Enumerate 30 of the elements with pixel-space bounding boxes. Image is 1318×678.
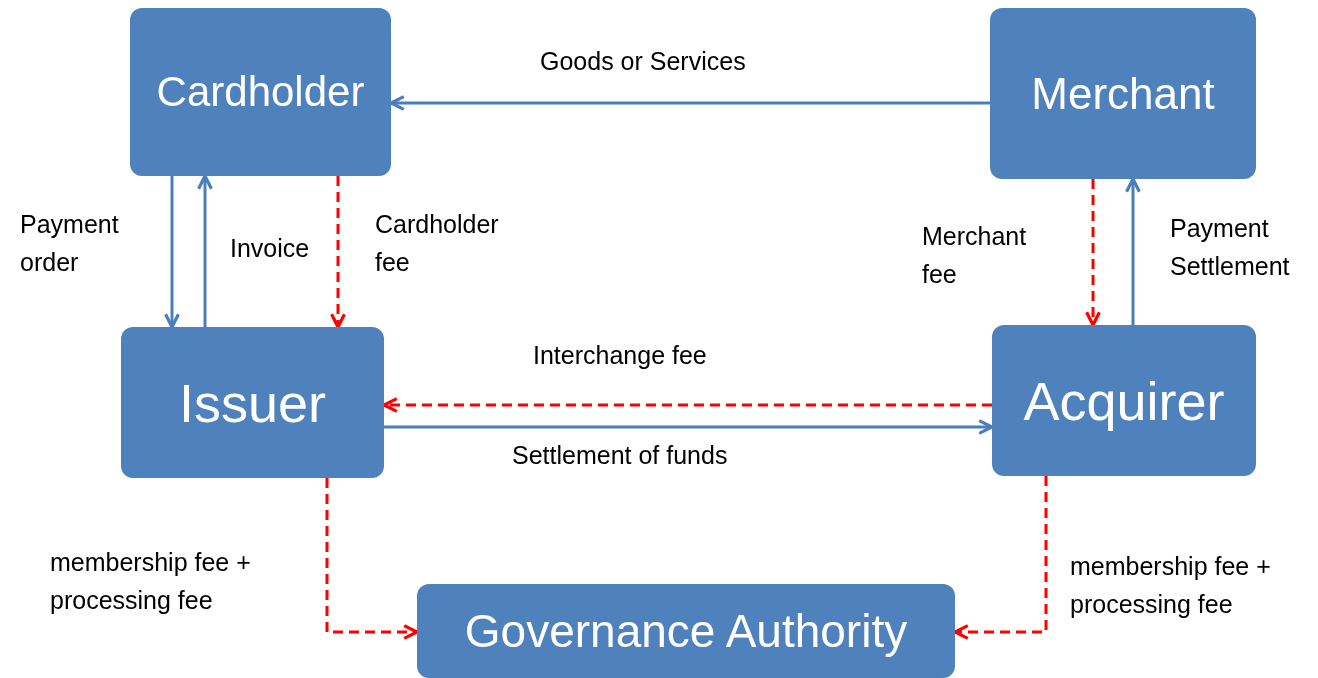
entity-box (130, 8, 391, 176)
arrow (330, 176, 346, 329)
entity-name: Acquirer (1023, 369, 1225, 432)
arrow (325, 478, 419, 640)
entity-name: Issuer (178, 371, 327, 434)
entity-name: Merchant (1031, 68, 1215, 119)
entity-box (121, 327, 384, 478)
edge-label: Interchange fee (533, 340, 708, 371)
edge-label: Settlement of funds (512, 440, 729, 471)
entity-box (992, 325, 1256, 476)
arrow (382, 397, 992, 413)
entity-name: Cardholder (156, 68, 365, 116)
arrow (389, 95, 990, 111)
entity-box (417, 584, 955, 678)
arrow (953, 476, 1048, 640)
entity-name: Governance Authority (464, 604, 908, 658)
arrow (197, 174, 213, 327)
edge-label: Payment order (20, 209, 120, 278)
edge-label: membership fee + processing fee (1070, 551, 1272, 620)
edge-label: membership fee + processing fee (50, 547, 252, 616)
edge-label: Goods or Services (540, 46, 747, 77)
entity-box (990, 8, 1256, 179)
arrow (384, 419, 994, 435)
arrow (1125, 177, 1141, 325)
arrow (1085, 179, 1101, 327)
edge-label: Merchant fee (922, 221, 1028, 290)
edge-label: Cardholder fee (375, 209, 500, 278)
edge-label: Payment Settlement (1170, 213, 1291, 282)
arrow (164, 176, 180, 329)
edge-label: Invoice (230, 233, 311, 264)
